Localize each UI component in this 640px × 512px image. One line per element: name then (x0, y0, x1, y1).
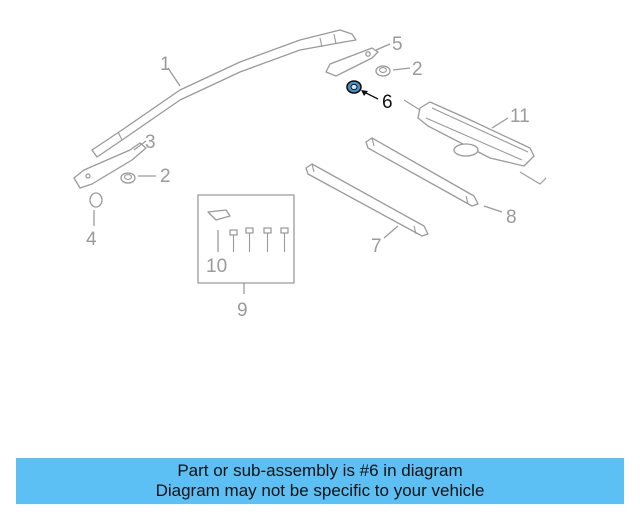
part-5-end-cap (325, 47, 379, 77)
callout-5: 5 (392, 34, 403, 55)
part-9-hardware-kit (197, 194, 295, 284)
callout-10: 10 (206, 256, 227, 277)
leader-3 (133, 140, 147, 151)
leader-1 (167, 67, 181, 87)
arrowhead-6 (361, 90, 368, 96)
part-6-clip (346, 80, 362, 94)
info-banner: Part or sub-assembly is #6 in diagram Di… (16, 458, 624, 504)
leader-7 (383, 225, 399, 239)
leader-5 (375, 43, 391, 51)
leader-11 (491, 117, 509, 129)
banner-line-2: Diagram may not be specific to your vehi… (155, 481, 485, 500)
callout-4: 4 (86, 229, 97, 250)
bolts (229, 227, 289, 252)
leader-2-upper (392, 67, 411, 71)
callout-3: 3 (145, 132, 156, 153)
part-8-crossbar (365, 137, 479, 207)
part-7-crossbar (305, 163, 429, 237)
callout-6: 6 (382, 92, 393, 113)
callout-9: 9 (237, 300, 248, 321)
part-3-front-cap (73, 142, 147, 189)
banner-line-1: Part or sub-assembly is #6 in diagram (177, 461, 463, 480)
part-2-nut-lower (120, 172, 136, 184)
part-11-assembly (403, 99, 547, 185)
callout-2-upper: 2 (412, 59, 423, 80)
part-1-roof-rail (91, 29, 357, 158)
callout-1: 1 (160, 54, 171, 75)
parts-diagram: 1 5 2 6 3 2 4 11 (73, 29, 547, 321)
leader-8 (483, 205, 503, 213)
part-2-nut-upper (375, 65, 391, 77)
callout-2-lower: 2 (160, 166, 171, 187)
part-4-plug (89, 192, 103, 208)
callout-7: 7 (371, 236, 382, 257)
callout-8: 8 (506, 207, 517, 228)
callout-11: 11 (510, 106, 530, 127)
